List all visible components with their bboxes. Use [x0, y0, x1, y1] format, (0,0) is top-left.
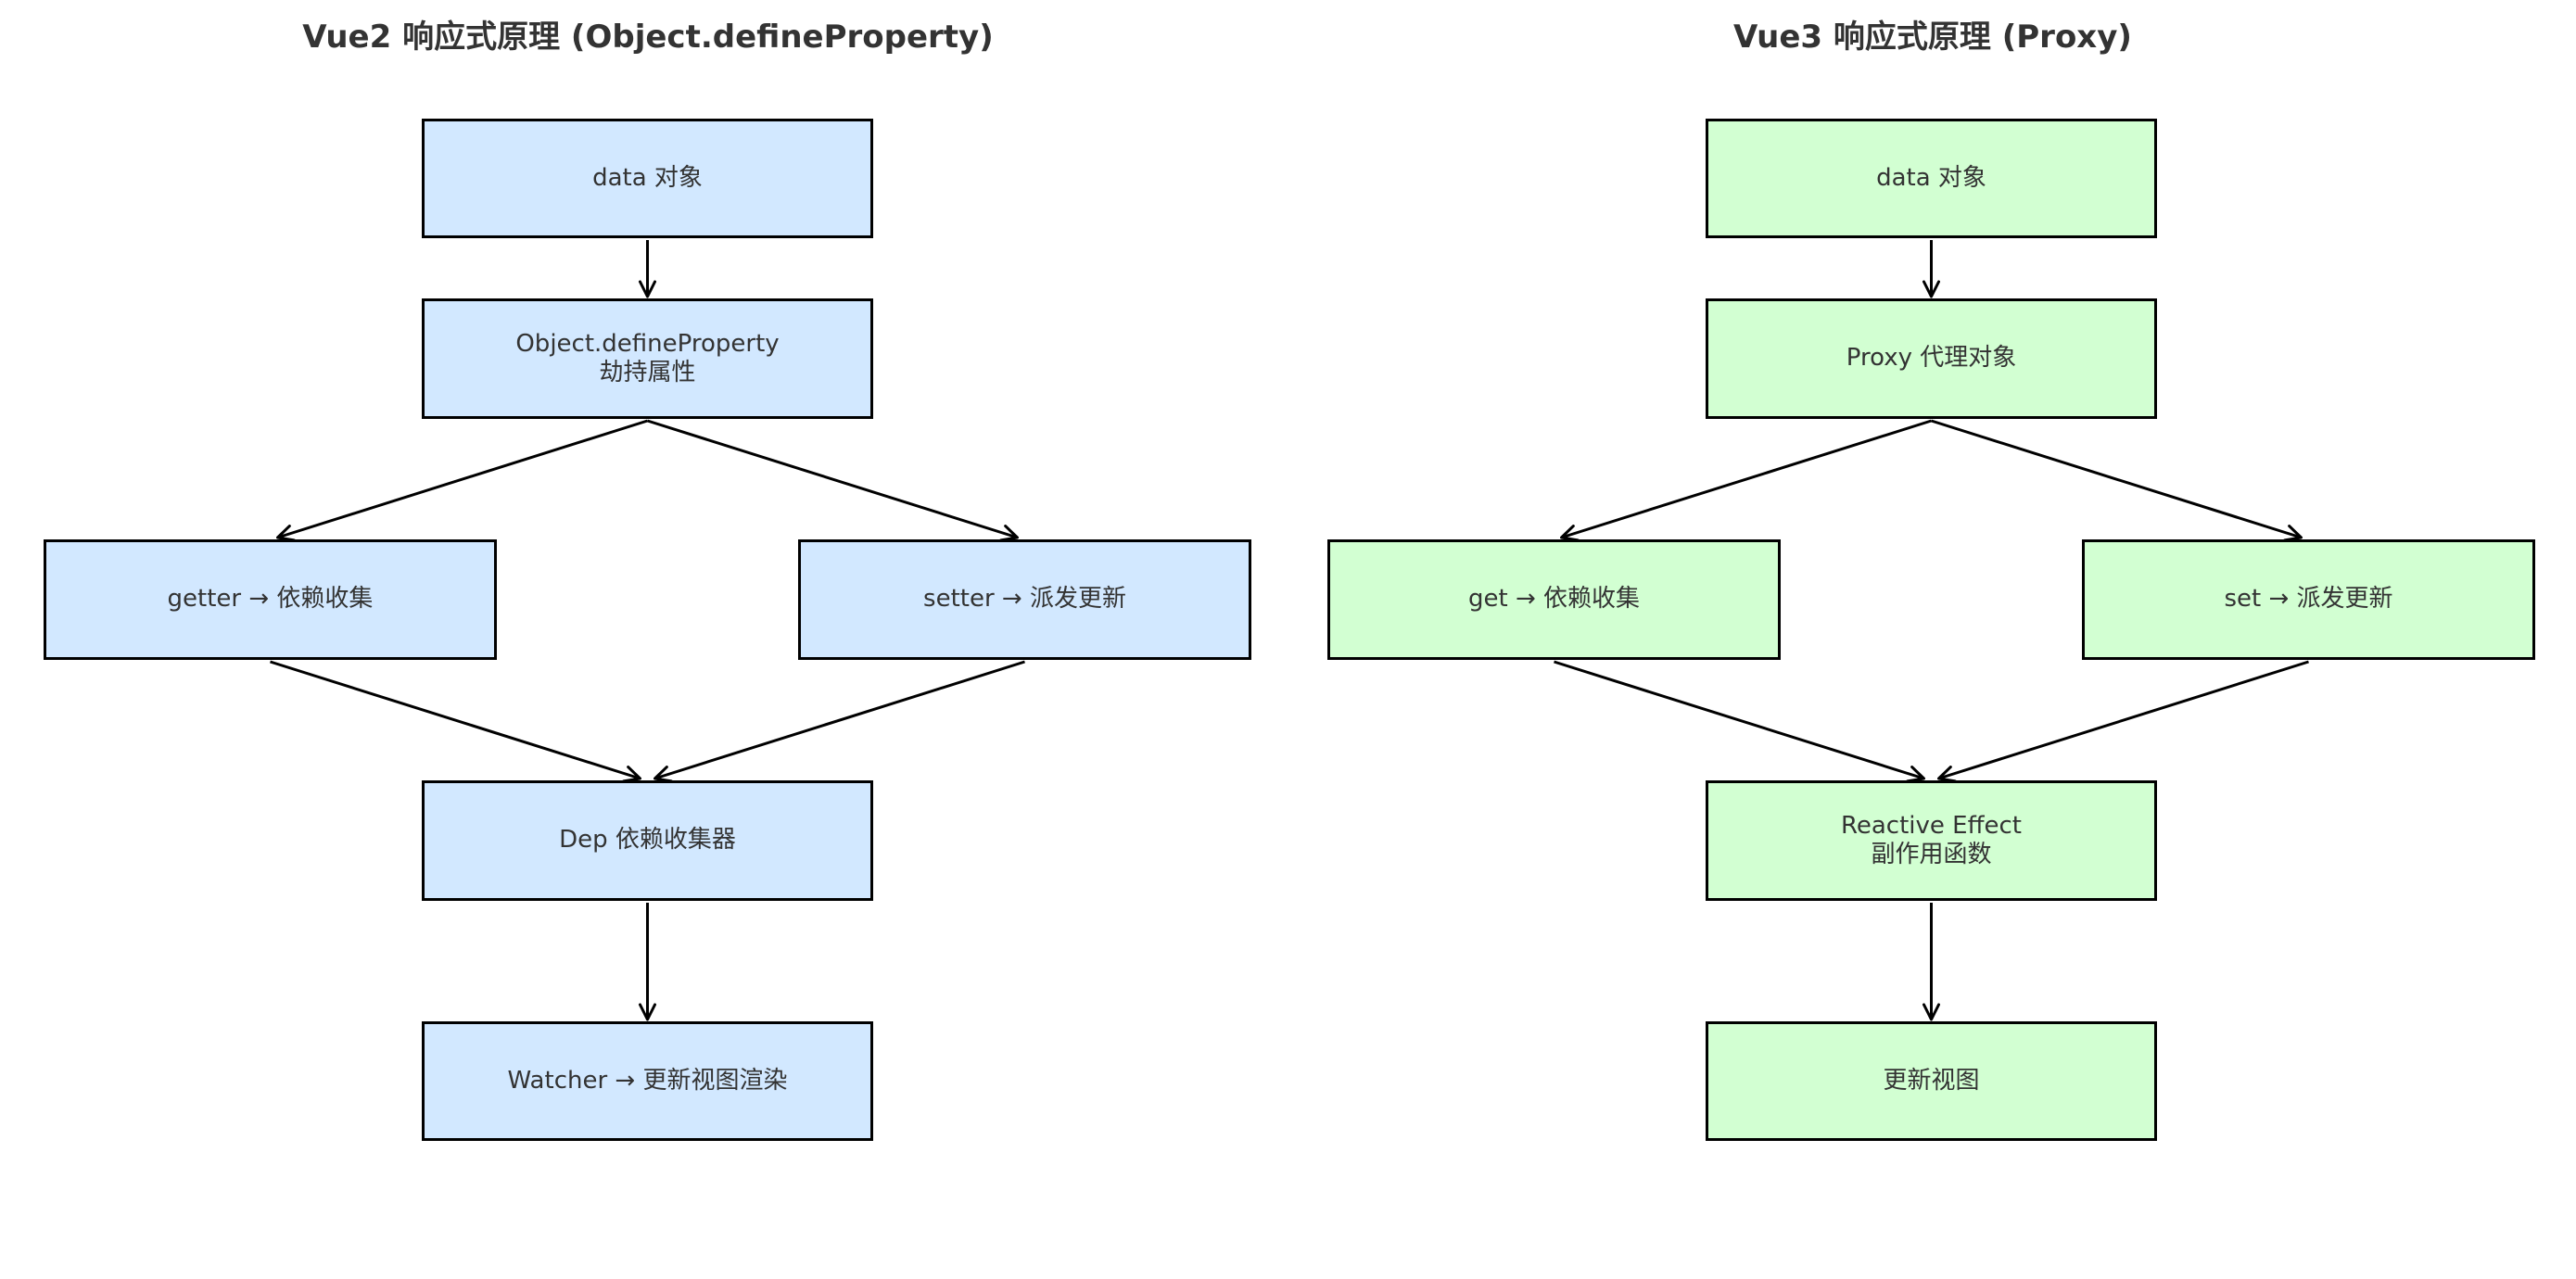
vue3-node-effect: Reactive Effect 副作用函数	[1706, 780, 2157, 901]
vue3-node-get: get → 依赖收集	[1327, 539, 1781, 660]
vue2-node-setter: setter → 派发更新	[798, 539, 1251, 660]
edge-vue3-get-to-vue3-effect	[1554, 660, 1925, 783]
edge-vue2-define-to-vue2-getter	[276, 419, 648, 542]
vue3-title: Vue3 响应式原理 (Proxy)	[1733, 19, 2132, 56]
vue3-node-data: data 对象	[1706, 119, 2157, 238]
vue2-node-dep: Dep 依赖收集器	[422, 780, 873, 901]
vue2-node-define-property: Object.defineProperty 劫持属性	[422, 298, 873, 419]
vue2-title: Vue2 响应式原理 (Object.defineProperty)	[302, 19, 994, 56]
edge-vue3-proxy-to-vue3-get	[1560, 419, 1932, 542]
edge-vue3-proxy-to-vue3-set	[1931, 419, 2303, 542]
vue3-node-set: set → 派发更新	[2082, 539, 2535, 660]
edge-vue2-getter-to-vue2-dep	[270, 660, 641, 783]
vue3-node-update: 更新视图	[1706, 1021, 2157, 1141]
edge-vue3-set-to-vue3-effect	[1937, 660, 2309, 783]
vue2-node-watcher: Watcher → 更新视图渲染	[422, 1021, 873, 1141]
vue3-node-proxy: Proxy 代理对象	[1706, 298, 2157, 419]
vue2-node-data: data 对象	[422, 119, 873, 238]
vue2-node-getter: getter → 依赖收集	[44, 539, 497, 660]
edge-vue2-define-to-vue2-setter	[647, 419, 1019, 542]
edge-vue2-setter-to-vue2-dep	[654, 660, 1025, 783]
